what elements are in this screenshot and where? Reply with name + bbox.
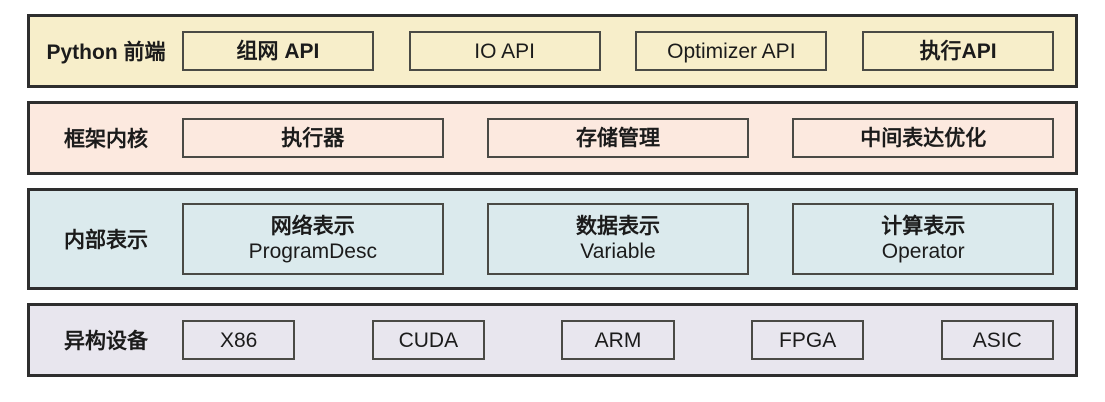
layer-boxes: 执行器 存储管理 中间表达优化 [182, 118, 1075, 158]
box-text: ARM [594, 328, 642, 352]
box-optimizer-api: Optimizer API [635, 31, 828, 71]
box-storage-management: 存储管理 [487, 118, 749, 158]
box-execution-api: 执行API [862, 31, 1054, 71]
box-executor: 执行器 [182, 118, 444, 158]
box-text: 组网 API [236, 39, 320, 63]
layer-internal-representation: 内部表示 网络表示 ProgramDesc 数据表示 Variable 计算表示… [27, 188, 1078, 290]
box-x86: X86 [182, 320, 296, 360]
box-intermediate-representation-optimization: 中间表达优化 [792, 118, 1054, 158]
box-arm: ARM [561, 320, 675, 360]
box-text: 存储管理 [576, 126, 660, 150]
layer-boxes: 网络表示 ProgramDesc 数据表示 Variable 计算表示 Oper… [182, 203, 1075, 275]
box-computation-representation-operator: 计算表示 Operator [792, 203, 1054, 275]
box-text: 数据表示 [576, 215, 660, 238]
layer-heterogeneous-devices: 异构设备 X86 CUDA ARM FPGA ASIC [27, 303, 1078, 377]
box-text: 执行API [919, 39, 997, 63]
box-text: Optimizer API [667, 39, 796, 63]
box-subtext: Operator [881, 240, 965, 263]
box-text: X86 [219, 328, 258, 352]
layer-label-python-frontend: Python 前端 [46, 41, 166, 64]
box-cuda: CUDA [371, 320, 486, 360]
layer-boxes: X86 CUDA ARM FPGA ASIC [182, 320, 1075, 360]
layer-python-frontend: Python 前端 组网 API IO API Optimizer API 执行… [27, 14, 1078, 88]
layer-label-heterogeneous-devices: 异构设备 [64, 330, 148, 353]
box-networking-api: 组网 API [182, 31, 374, 71]
layer-label-framework-kernel: 框架内核 [64, 128, 148, 151]
layer-framework-kernel: 框架内核 执行器 存储管理 中间表达优化 [27, 101, 1078, 175]
box-text: 计算表示 [881, 215, 966, 238]
box-data-representation-variable: 数据表示 Variable [487, 203, 749, 275]
box-text: IO API [474, 39, 535, 63]
box-text: 中间表达优化 [860, 126, 987, 150]
box-text: ASIC [972, 328, 1022, 352]
box-network-representation-programdesc: 网络表示 ProgramDesc [182, 203, 444, 275]
box-asic: ASIC [940, 320, 1054, 360]
box-text: CUDA [398, 328, 459, 352]
box-text: 执行器 [281, 126, 345, 150]
box-fpga: FPGA [750, 320, 865, 360]
layer-boxes: 组网 API IO API Optimizer API 执行API [182, 31, 1075, 71]
box-io-api: IO API [408, 31, 601, 71]
box-text: FPGA [779, 328, 837, 352]
layer-label-internal-representation: 内部表示 [64, 229, 148, 252]
box-subtext: Variable [580, 240, 656, 263]
box-text: 网络表示 [270, 215, 355, 238]
box-subtext: ProgramDesc [248, 240, 377, 263]
